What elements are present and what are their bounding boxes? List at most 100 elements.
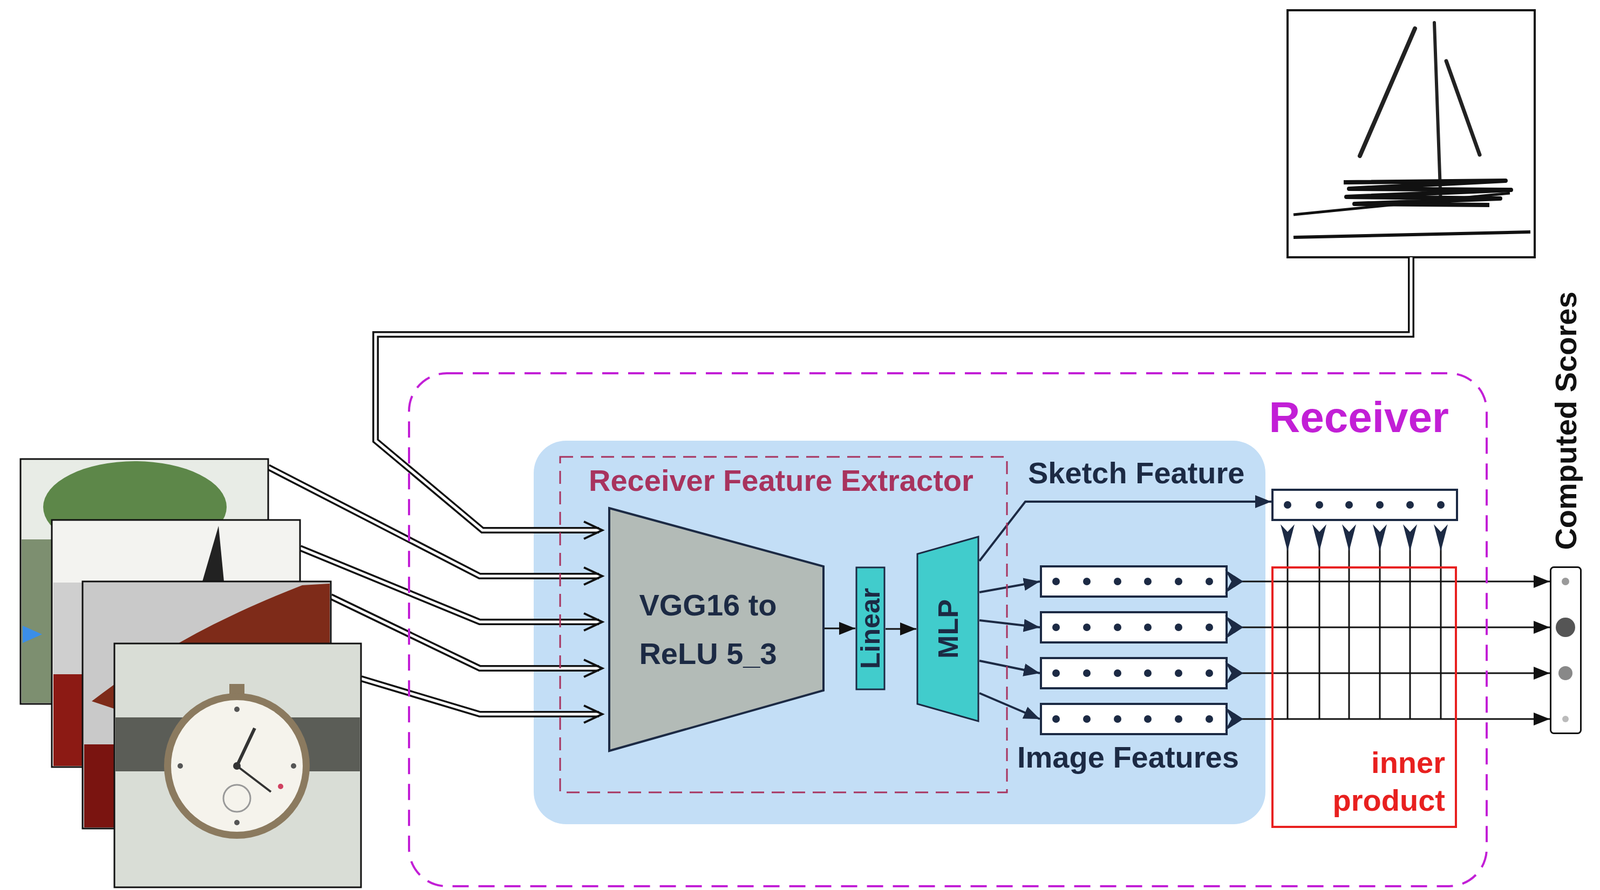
sketch-feature-vector	[1437, 501, 1445, 509]
image-feature-vectors	[1205, 577, 1214, 586]
receiver-region: ReceiverReceiver Feature ExtractorVGG16 …	[407, 372, 1488, 888]
vgg-trapezoid-outline	[608, 507, 825, 753]
image-feature-vectors	[1083, 669, 1091, 678]
photo-watch	[233, 762, 241, 771]
inner-product-wires	[1318, 545, 1321, 720]
image-feature-vectors	[1205, 623, 1214, 632]
double-line	[330, 596, 599, 669]
image-feature-vectors	[1052, 715, 1060, 724]
photo-horn	[84, 744, 115, 828]
double-line	[583, 567, 603, 585]
image-feature-vectors	[1113, 669, 1122, 678]
score-arrow	[1456, 718, 1550, 721]
block-label: Linear	[856, 588, 884, 670]
sketch-feature-vector	[1272, 489, 1457, 521]
sketch-feature-vector	[1345, 501, 1353, 509]
image-feature-vectors	[1224, 707, 1244, 732]
inner-product-wires	[1348, 545, 1351, 720]
image-feature-vectors	[1052, 623, 1060, 632]
image-feature-vectors	[1040, 612, 1227, 643]
image-feature-vectors	[1052, 577, 1060, 586]
receiver-region-outline	[409, 373, 1487, 887]
sketch-image	[1293, 193, 1510, 215]
linear-block: Linear	[855, 566, 886, 691]
mlp-arrows	[979, 620, 1040, 628]
block-label: VGG16 to ReLU 5_3	[629, 581, 787, 678]
double-line	[300, 548, 599, 623]
image-feature-vectors	[1174, 715, 1183, 724]
score-dots	[1555, 617, 1576, 638]
mlp-trapezoid: MLP	[916, 535, 980, 723]
sketch-image	[1434, 22, 1441, 206]
photo-watch	[290, 763, 297, 769]
sketch-feature-vector	[1315, 501, 1324, 509]
image-feature-vectors	[1083, 715, 1091, 724]
photo-watch	[177, 763, 183, 769]
image-feature-vectors	[1040, 704, 1227, 735]
sketch-feature-vector	[1283, 501, 1292, 509]
blue-panel	[533, 440, 1266, 825]
score-column: Computed Scores	[1549, 566, 1582, 735]
image-feature-vectors	[1052, 569, 1244, 732]
photo-watch	[223, 785, 251, 813]
vgg-trapezoid-outline	[609, 508, 824, 752]
vgg-trapezoid: VGG16 to ReLU 5_3	[608, 507, 825, 753]
score-arrow	[1456, 627, 1550, 629]
score-dots	[1558, 666, 1573, 681]
sketch-image	[1293, 232, 1531, 238]
photo-house	[202, 526, 224, 582]
double-line	[583, 659, 603, 678]
double-line	[361, 678, 599, 715]
image-feature-vectors	[1113, 577, 1122, 586]
score-column-outline	[1550, 567, 1582, 734]
down-chevrons	[1403, 524, 1418, 552]
sketch-image	[1359, 28, 1415, 156]
image-feature-vectors	[1113, 715, 1122, 724]
photo-tree	[22, 625, 43, 644]
down-chevrons	[1433, 524, 1448, 552]
photo-watch	[171, 700, 303, 833]
double-line	[300, 548, 599, 623]
sketch-feature-vector	[1272, 489, 1457, 521]
inner-product-wires	[1440, 545, 1442, 720]
photo-watch	[236, 766, 271, 793]
image-feature-vectors	[1224, 569, 1244, 594]
sketch-image	[1446, 60, 1480, 155]
double-line	[330, 596, 599, 669]
sketch-image	[1287, 10, 1535, 258]
image-feature-vectors	[1144, 623, 1152, 632]
photo-watch	[234, 820, 240, 826]
inner-product-box: inner product	[1271, 566, 1457, 829]
score-arrow	[824, 628, 856, 630]
image-feature-vectors	[1040, 566, 1227, 597]
mlp-arrows	[979, 501, 1272, 562]
photo-watch	[164, 693, 310, 840]
double-line	[268, 257, 1412, 724]
block-label: MLP	[934, 599, 963, 659]
double-line	[583, 613, 603, 631]
mlp-arrows	[979, 581, 1040, 593]
image-feature-vectors	[1174, 577, 1183, 586]
inner-product-box-outline	[1272, 567, 1456, 828]
score-dots	[1549, 566, 1582, 735]
inner-product-wires	[1409, 545, 1412, 720]
feature-label: Sketch Feature	[1027, 455, 1245, 491]
photo-watch	[114, 643, 362, 888]
photo-tree	[21, 539, 52, 704]
double-line	[583, 521, 603, 540]
image-feature-vectors	[1052, 669, 1060, 678]
sketch-image	[1287, 10, 1535, 258]
image-feature-vectors	[1174, 669, 1183, 678]
image-feature-vectors	[1144, 577, 1152, 586]
image-feature-vectors	[1174, 623, 1183, 632]
feature-extractor-region-outline	[560, 457, 1007, 793]
feature-extractor-region: Receiver Feature ExtractorVGG16 to ReLU …	[559, 455, 1009, 794]
image-feature-vectors	[1224, 615, 1244, 640]
linear-block-outline	[856, 567, 885, 690]
image-feature-vectors	[1144, 715, 1152, 724]
image-feature-vectors	[1040, 658, 1227, 689]
down-chevrons	[1342, 524, 1357, 552]
photo-watch	[234, 706, 240, 713]
image-feature-vectors	[1113, 623, 1122, 632]
